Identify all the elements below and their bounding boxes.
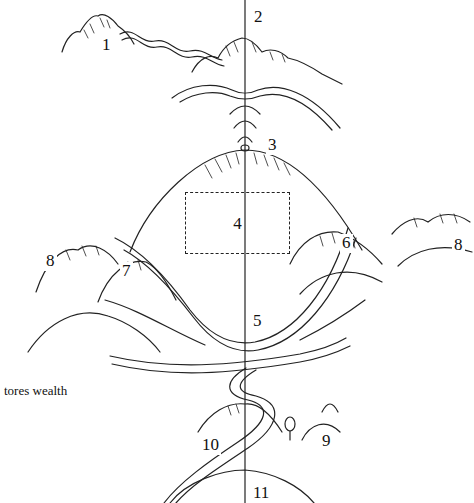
hatching	[228, 404, 239, 415]
central-axis	[244, 0, 245, 503]
ridge	[172, 85, 340, 128]
hatching	[66, 246, 99, 260]
mountain	[28, 313, 160, 352]
mountain	[300, 272, 382, 294]
ridge-arm	[124, 238, 356, 351]
ridge-arm	[300, 300, 365, 340]
callout-number: 8	[44, 252, 57, 271]
ridge-arm	[115, 228, 348, 343]
callout-number: 6	[340, 234, 353, 253]
stream	[120, 32, 222, 60]
ridge-arm	[105, 300, 205, 345]
river	[112, 346, 350, 373]
mountain	[98, 261, 176, 302]
callout-number: 7	[120, 262, 133, 281]
ridge	[180, 93, 332, 130]
callout-number: 1	[100, 36, 113, 55]
river	[176, 370, 275, 503]
callout-number: 11	[251, 484, 271, 503]
mountain	[130, 150, 362, 252]
mountain	[192, 38, 342, 84]
river	[110, 338, 346, 365]
stream	[122, 38, 224, 66]
hatching	[205, 153, 290, 178]
hatching	[414, 214, 457, 227]
mountain	[392, 215, 470, 235]
site-box: 4	[185, 192, 290, 254]
callout-number: 3	[266, 136, 279, 155]
mountain	[62, 15, 134, 52]
hatching	[84, 18, 110, 38]
mountain	[198, 404, 282, 432]
mountain	[170, 470, 314, 503]
callout-number: 4	[231, 215, 244, 234]
callout-number: 5	[251, 312, 264, 331]
callout-number: 10	[200, 436, 221, 455]
mountain	[322, 404, 338, 412]
vein	[234, 121, 256, 128]
mountain	[290, 232, 382, 264]
vein	[238, 137, 252, 142]
river	[164, 368, 264, 503]
tree	[289, 431, 290, 440]
callout-number: 8	[452, 236, 465, 255]
note-fragment: tores wealth	[2, 384, 69, 398]
tree	[285, 417, 295, 431]
callout-number: 9	[320, 432, 333, 451]
hatching	[226, 42, 285, 62]
vein	[230, 106, 260, 114]
callout-number: 2	[252, 8, 265, 27]
